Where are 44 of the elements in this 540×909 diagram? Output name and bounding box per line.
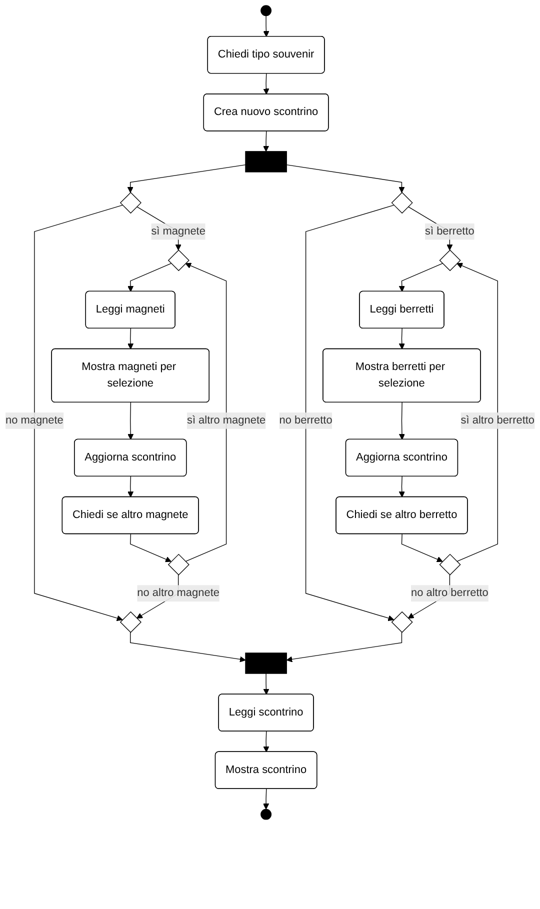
arrow	[263, 130, 270, 152]
arrow	[263, 73, 270, 94]
edge-label: no altro berretto	[410, 587, 488, 599]
edge-label: sì altro berretto	[460, 414, 535, 426]
arrow	[263, 15, 270, 37]
arrow	[398, 328, 405, 350]
node-bar	[245, 652, 287, 674]
node-diamond	[391, 192, 413, 214]
arrow	[305, 204, 394, 622]
arrow	[128, 402, 134, 440]
arrow	[263, 731, 270, 752]
arrow	[34, 204, 123, 622]
arrow	[286, 164, 405, 193]
arrow	[128, 263, 172, 292]
arrow	[398, 402, 405, 440]
node-diamond	[168, 250, 190, 272]
arrow	[398, 476, 405, 498]
node-diamond	[168, 554, 190, 576]
arrow	[130, 534, 172, 562]
arrow	[128, 476, 134, 498]
arrow	[127, 164, 246, 193]
node-bar	[245, 151, 287, 172]
node-diamond	[439, 250, 461, 272]
arrow	[130, 632, 246, 662]
edge-label: no berretto	[279, 414, 332, 426]
node-circle	[260, 808, 272, 820]
edge-label: no magnete	[5, 414, 64, 426]
node-diamond	[120, 192, 142, 214]
arrow	[128, 328, 134, 350]
arrow	[398, 263, 443, 292]
edge-label: sì altro magnete	[186, 414, 266, 426]
edge-label: sì magnete	[151, 225, 206, 238]
arrow	[263, 673, 270, 695]
arrow	[286, 632, 402, 662]
arrow	[263, 788, 270, 810]
arrow	[401, 534, 443, 562]
node-diamond	[391, 611, 413, 633]
node-circle	[260, 5, 272, 16]
edge-label: sì berretto	[425, 225, 474, 238]
node-diamond	[120, 611, 142, 633]
edge-label: no altro magnete	[137, 587, 220, 599]
arrow	[185, 262, 227, 562]
node-diamond	[439, 554, 461, 576]
arrow	[456, 262, 498, 562]
